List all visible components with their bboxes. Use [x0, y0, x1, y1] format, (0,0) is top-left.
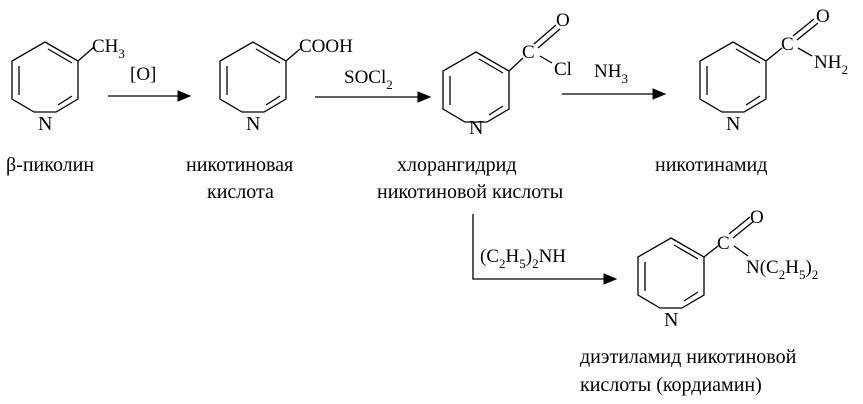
acid-chloride-ring	[442, 51, 510, 123]
acid-chloride-label-line2: никотиновой кислоты	[377, 181, 563, 203]
cordiamine-c-n-bond	[733, 245, 749, 257]
cordiamine-structure: N C O N(C2H5)2	[637, 207, 818, 331]
cordiamine-ring	[637, 237, 705, 309]
acid-chloride-carbon: C	[522, 42, 535, 63]
nicotinic-acid-ring	[219, 41, 287, 113]
nicotinic-acid-ring-double-bond	[255, 48, 281, 64]
acid-chloride-c-cl-bond	[539, 55, 553, 64]
acid-chloride-structure: N C O Cl	[442, 10, 572, 139]
picoline-methyl-bond	[77, 46, 95, 62]
arrow-ammonia-head	[652, 88, 667, 100]
arrow-diethylamine-head	[603, 273, 618, 285]
reagent-ammonia: NH3	[594, 61, 628, 86]
nicotinic-acid-ring-nitrogen: N	[246, 113, 260, 135]
acid-chloride-ring-double-bond	[478, 58, 504, 74]
nicotinic-acid-carboxyl-bond	[285, 48, 301, 62]
nicotinic-acid-structure: N COOH	[219, 36, 353, 135]
cordiamine-ring-nitrogen: N	[664, 309, 678, 331]
nicotinic-acid-carboxyl-group: COOH	[299, 36, 353, 57]
nicotinamide-co-double-bond	[796, 22, 819, 41]
reagent-thionyl-chloride: SOCl2	[344, 67, 393, 92]
picoline-ring-nitrogen: N	[38, 113, 52, 135]
cordiamine-carbon: C	[717, 233, 730, 254]
nicotinic-acid-label-line2: кислота	[207, 181, 274, 203]
cordiamine-ring-double-bond	[683, 291, 699, 302]
cordiamine-co-double-bond	[728, 216, 751, 235]
nicotinic-acid-label-line1: никотиновая	[186, 154, 293, 176]
nicotinamide-oxygen: O	[816, 6, 830, 27]
arrow-thionyl-chloride-head	[417, 91, 432, 103]
nicotinamide-carbon: C	[781, 34, 794, 55]
cordiamine-label-line1: диэтиламид никотиновой	[580, 346, 797, 368]
picoline-methyl-group: CH3	[92, 36, 125, 61]
nicotinamide-co-double-bond	[792, 18, 815, 37]
picoline-label: β-пиколин	[6, 154, 94, 176]
picoline-structure: N CH3	[11, 36, 125, 135]
acid-chloride-oxygen: O	[556, 10, 570, 31]
nicotinamide-ring-nitrogen: N	[726, 113, 740, 135]
cordiamine-amide-group: N(C2H5)2	[746, 257, 818, 282]
acid-chloride-ring-carbonyl-bond	[508, 57, 524, 72]
reagent-diethylamine: (C2H5)2NH	[480, 246, 566, 271]
nicotinamide-ring-double-bond	[735, 48, 761, 64]
picoline-ring-double-bond	[57, 95, 73, 106]
nicotinamide-ring	[699, 41, 767, 113]
acid-chloride-ring-nitrogen: N	[469, 117, 483, 139]
arrow-diethylamine	[472, 214, 606, 280]
picoline-ring-double-bond	[47, 48, 73, 64]
cordiamine-oxygen: O	[750, 207, 764, 228]
arrow-oxidation-head	[177, 90, 192, 102]
acid-chloride-co-double-bond	[537, 28, 561, 49]
picoline-ring	[11, 41, 79, 113]
cordiamine-co-double-bond	[732, 220, 755, 239]
nicotinamide-label: никотинамид	[655, 154, 767, 176]
cordiamine-ring-carbonyl-bond	[703, 245, 719, 258]
acid-chloride-co-double-bond	[533, 24, 557, 45]
acid-chloride-label-line1: хлорангидрид	[397, 154, 517, 176]
nicotinamide-ring-double-bond	[745, 95, 761, 106]
nicotinamide-c-n-bond	[797, 47, 813, 57]
nicotinamide-structure: N C O NH2	[699, 6, 848, 135]
reagent-oxidation: [O]	[130, 64, 156, 85]
cordiamine-ring-double-bond	[673, 244, 699, 260]
acid-chloride-ring-double-bond	[488, 105, 504, 116]
nicotinamide-ring-carbonyl-bond	[765, 47, 783, 62]
nicotinic-acid-ring-double-bond	[265, 95, 281, 106]
cordiamine-label-line2: кислоты (кордиамин)	[580, 374, 762, 396]
acid-chloride-chlorine: Cl	[554, 59, 572, 80]
nicotinamide-amine-group: NH2	[814, 52, 848, 77]
